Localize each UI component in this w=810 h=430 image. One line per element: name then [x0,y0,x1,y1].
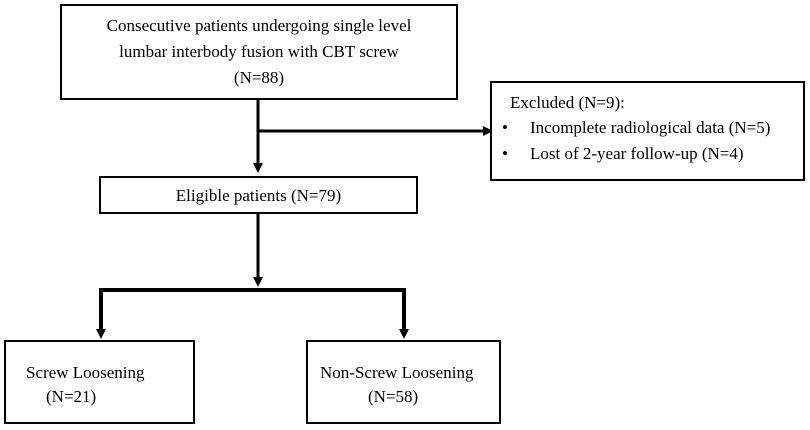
eligible-box: Eligible patients (N=79) [99,176,418,214]
excluded-item-lost-follow-up: Lost of 2-year follow-up (N=4) [500,143,770,165]
non-screw-loosening-count: (N=58) [368,387,419,406]
excluded-box: Excluded (N=9): Incomplete radiological … [490,81,805,181]
screw-loosening-box: Screw Loosening (N=21) [4,340,195,424]
excluded-item-incomplete-data: Incomplete radiological data (N=5) [500,117,770,139]
non-screw-loosening-label: Non-Screw Loosening [320,363,474,382]
excluded-title: Excluded (N=9): [510,93,625,112]
start-box-line-1: Consecutive patients undergoing single l… [106,16,412,35]
start-box: Consecutive patients undergoing single l… [60,4,458,100]
start-box-line-3: (N=88) [233,68,285,87]
excluded-list: Incomplete radiological data (N=5) Lost … [500,117,770,165]
start-box-line-2: lumbar interbody fusion with CBT screw [119,42,399,61]
non-screw-loosening-box: Non-Screw Loosening (N=58) [306,340,501,424]
eligible-label: Eligible patients (N=79) [175,186,342,205]
screw-loosening-count: (N=21) [46,387,97,406]
screw-loosening-label: Screw Loosening [26,363,145,382]
